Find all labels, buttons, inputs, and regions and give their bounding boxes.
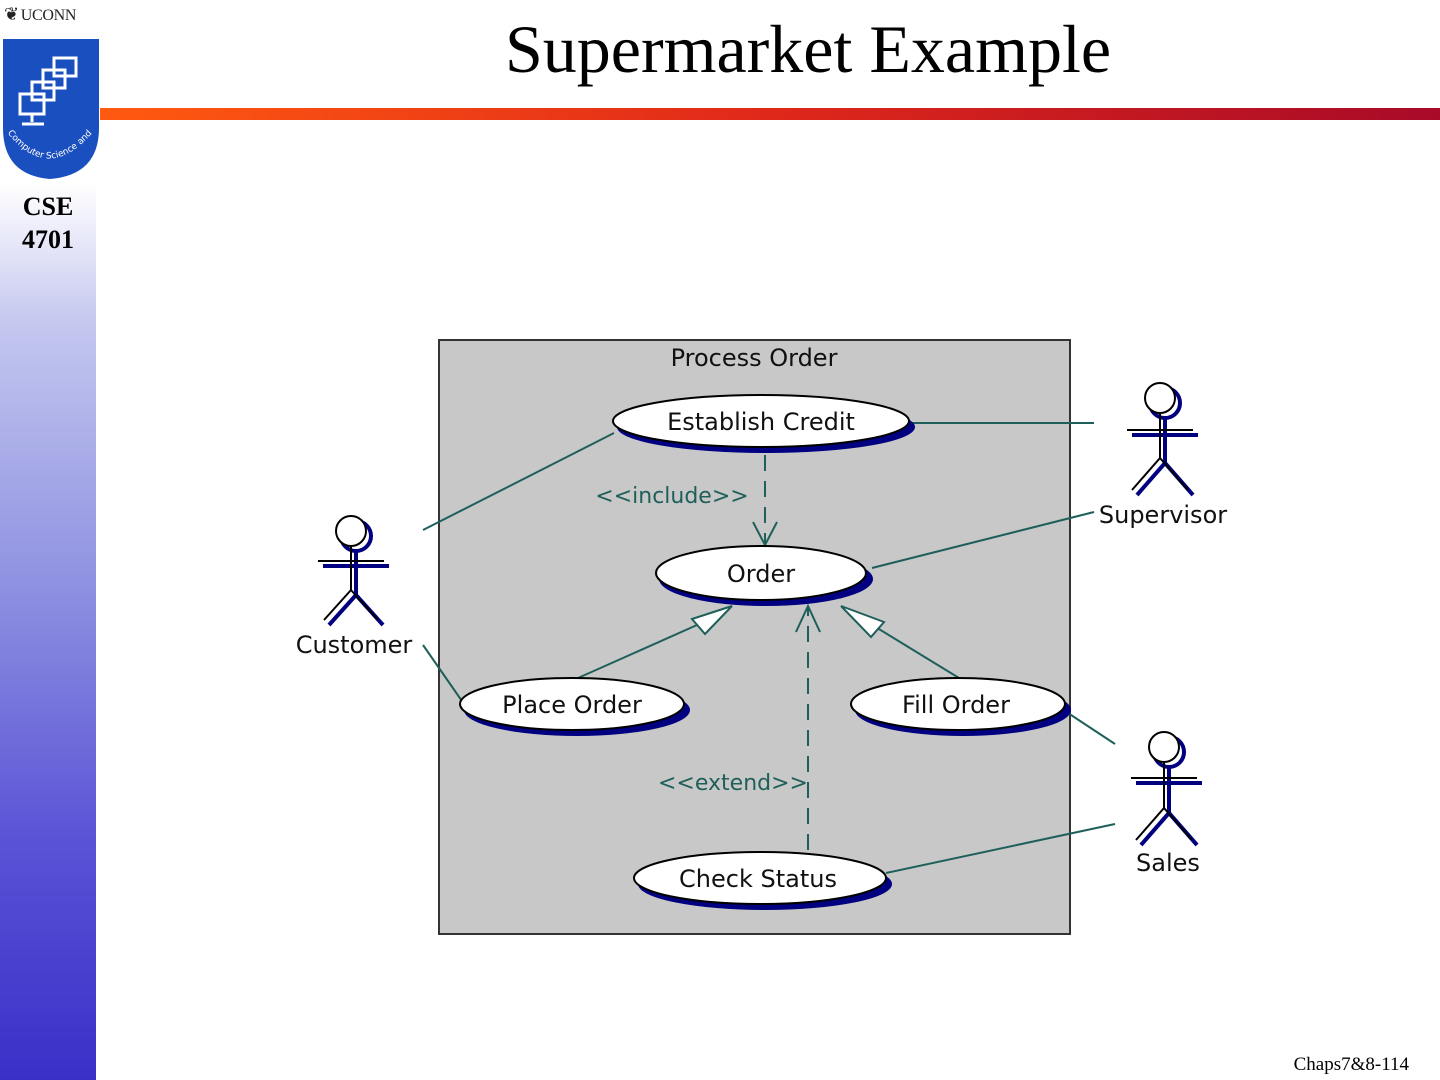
use-case-order[interactable]: Order — [655, 545, 873, 606]
slide-number: Chaps7&8-114 — [1293, 1054, 1409, 1075]
sidebar: ❦UCONN Computer Science and Engineering … — [0, 0, 100, 1080]
fill-generalization-arrow — [840, 605, 886, 639]
use-case-label: Place Order — [502, 691, 642, 719]
use-case-label: Fill Order — [902, 691, 1010, 719]
title-rule — [100, 108, 1440, 120]
actor-label: Supervisor — [1099, 501, 1227, 529]
actor-customer[interactable]: Customer — [296, 515, 413, 659]
use-case-label: Order — [727, 560, 795, 588]
course-code: CSE — [22, 192, 74, 221]
actor-sales[interactable]: Sales — [1131, 731, 1202, 877]
system-name: Process Order — [671, 344, 838, 372]
sales-fill-link — [1067, 712, 1116, 745]
stick-figure-icon — [1131, 731, 1197, 841]
stick-figure-icon — [1127, 382, 1193, 491]
university-logo: ❦UCONN — [4, 4, 77, 25]
stick-figure-icon — [318, 515, 384, 621]
extend-label: <<extend>> — [658, 771, 808, 796]
university-name: UCONN — [20, 7, 77, 24]
actor-label: Sales — [1136, 849, 1200, 877]
use-case-label: Check Status — [679, 865, 837, 893]
use-case-fill-order[interactable]: Fill Order — [850, 677, 1071, 736]
extend-arrowhead — [795, 603, 821, 633]
use-case-establish-credit[interactable]: Establish Credit — [612, 394, 915, 453]
use-case-place-order[interactable]: Place Order — [459, 677, 690, 736]
include-arrowhead — [752, 521, 778, 548]
place-generalization-arrow — [690, 605, 733, 636]
use-case-check-status[interactable]: Check Status — [633, 851, 892, 910]
customer-credit-link — [422, 432, 615, 531]
include-label: <<include>> — [595, 484, 748, 509]
actor-label: Customer — [296, 631, 413, 659]
cse-shield-logo: Computer Science and Engineering — [0, 36, 100, 182]
customer-place-link — [422, 644, 465, 705]
course-number: 4701 — [22, 225, 74, 254]
supervisor-order-link — [871, 511, 1095, 569]
use-case-label: Establish Credit — [667, 408, 855, 436]
place-generalization — [577, 620, 707, 679]
slide-title: Supermarket Example — [504, 11, 1112, 87]
actor-supervisor[interactable]: Supervisor — [1099, 382, 1227, 529]
fill-generalization — [873, 625, 960, 679]
sales-status-link — [885, 823, 1116, 874]
oak-leaf-icon: ❦ — [4, 4, 19, 24]
